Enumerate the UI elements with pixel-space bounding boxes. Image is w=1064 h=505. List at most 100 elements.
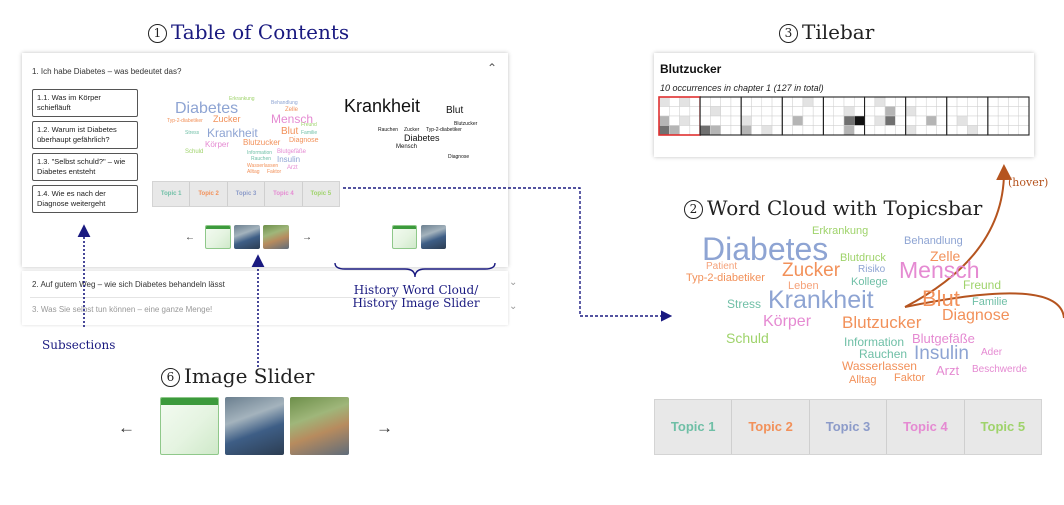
word[interactable]: Mensch	[899, 257, 980, 283]
word[interactable]: Beschwerde	[972, 364, 1028, 375]
word[interactable]: Rauchen	[859, 347, 908, 361]
word[interactable]: Schuld	[726, 330, 769, 346]
word[interactable]: Wasserlassen	[842, 359, 917, 373]
tilebar-cell	[730, 96, 742, 107]
subsection-2[interactable]: 1.2. Warum ist Diabetes überhaupt gefähr…	[32, 121, 138, 149]
word[interactable]: Ader	[981, 347, 1003, 358]
tilebar-cell	[740, 96, 752, 107]
tilebar-cell	[864, 106, 876, 117]
history-word: Rauchen	[378, 127, 399, 133]
tilebar-cell	[699, 106, 711, 117]
tilebar-cell	[710, 125, 721, 136]
chapter-1-title[interactable]: 1. Ich habe Diabetes – was bedeutet das?	[32, 67, 182, 76]
tilebar-cell	[956, 125, 968, 136]
subsection-1[interactable]: 1.1. Was im Körper schiefläuft	[32, 89, 138, 117]
tilebar-grid[interactable]	[658, 96, 1030, 136]
slider-next-arrow[interactable]: →	[376, 418, 393, 437]
word[interactable]: Patient	[706, 261, 738, 272]
word[interactable]: Körper	[763, 313, 812, 330]
mini-slider-prev-arrow[interactable]: ←	[185, 232, 195, 243]
word[interactable]: Zelle	[930, 248, 961, 264]
tilebar-cell	[915, 106, 927, 117]
topic-4[interactable]: Topic 4	[887, 400, 965, 454]
tilebar-cell	[874, 96, 886, 107]
topic-5[interactable]: Topic 5	[980, 419, 1026, 434]
word[interactable]: Kollege	[851, 276, 888, 288]
mini-topic-2[interactable]: Topic 2	[190, 182, 228, 206]
mini-slider-next-arrow[interactable]: →	[302, 232, 312, 243]
tilebar-cell	[740, 115, 752, 126]
word[interactable]: Arzt	[936, 363, 960, 378]
tilebar-segment	[987, 96, 1030, 136]
word[interactable]: Zucker	[782, 260, 841, 281]
chapter-3-title[interactable]: 3. Was Sie selbst tun können – eine ganz…	[32, 305, 213, 314]
chevron-down-icon[interactable]: ⌄	[509, 301, 518, 312]
tilebar-cell	[936, 96, 948, 107]
tilebar-cell	[751, 96, 763, 107]
tilebar-cell	[905, 96, 917, 107]
word[interactable]: Alltag	[849, 374, 877, 386]
word[interactable]: Stress	[727, 297, 762, 311]
tilebar-cell	[771, 115, 783, 126]
history-word: Blutzucker	[454, 121, 478, 127]
word[interactable]: Typ-2-diabetiker	[686, 272, 765, 284]
tilebar-cell	[977, 115, 989, 126]
word[interactable]: Risiko	[858, 264, 886, 275]
topic-1[interactable]: Topic 1	[655, 400, 733, 454]
tilebar-cell	[823, 96, 834, 107]
topic-2[interactable]: Topic 2	[732, 400, 810, 454]
tilebar-cell	[669, 125, 680, 136]
history-slider-image-1	[392, 225, 417, 249]
word[interactable]: Diabetes	[702, 231, 829, 267]
mini-topic-1[interactable]: Topic 1	[153, 182, 191, 206]
tilebar-cell	[946, 96, 958, 107]
word[interactable]: Diagnose	[942, 307, 1010, 324]
slider-image-2	[225, 397, 284, 455]
word[interactable]: Erkrankung	[812, 225, 869, 237]
word[interactable]: Blutdruck	[840, 252, 886, 264]
tilebar-cell	[854, 125, 865, 136]
subsection-4[interactable]: 1.4. Wie es nach der Diagnose weitergeht	[32, 185, 138, 213]
word[interactable]: Blut	[922, 286, 960, 311]
tilebar-cell	[710, 115, 721, 126]
tilebar-cell	[802, 106, 814, 117]
word[interactable]: Leben	[788, 280, 819, 292]
toc-panel: 1. Ich habe Diabetes – was bedeutet das?…	[22, 53, 508, 267]
subsection-3[interactable]: 1.3. "Selbst schuld?" – wie Diabetes ent…	[32, 153, 138, 181]
tilebar-cell	[699, 115, 711, 126]
word[interactable]: Information	[844, 335, 905, 349]
mini-word: Diabetes	[175, 100, 239, 117]
mini-word: Familie	[301, 130, 318, 136]
word-cloud: Diabetes Erkrankung Behandlung Patient Z…	[680, 222, 1064, 392]
word[interactable]: Blutzucker	[842, 313, 922, 332]
topic-3[interactable]: Topic 3	[810, 400, 888, 454]
mini-word: Blutzucker	[243, 138, 281, 147]
mini-word: Erkrankung	[229, 96, 255, 102]
tilebar-cell	[751, 115, 763, 126]
tilebar-cell	[895, 96, 906, 107]
history-word: Typ-2-diabetiker	[426, 127, 462, 133]
word[interactable]: Familie	[972, 296, 1008, 308]
word[interactable]: Blutgefäße	[912, 331, 975, 346]
mini-topic-5[interactable]: Topic 5	[310, 191, 332, 197]
tilebar-cell	[730, 106, 742, 117]
tilebar-cell	[689, 96, 701, 107]
chevron-up-icon[interactable]: ⌃	[487, 61, 498, 75]
tilebar-cell	[843, 106, 855, 117]
chevron-down-icon[interactable]: ⌄	[509, 277, 518, 288]
tilebar-cell	[761, 125, 773, 136]
history-word: Diagnose	[448, 154, 470, 160]
history-brace	[334, 262, 496, 278]
chapter-2-title[interactable]: 2. Auf gutem Weg – wie sich Diabetes beh…	[32, 280, 225, 289]
word[interactable]: Behandlung	[904, 235, 963, 247]
mini-topic-4[interactable]: Topic 4	[265, 182, 303, 206]
word[interactable]: Freund	[963, 278, 1002, 292]
mini-topic-3[interactable]: Topic 3	[228, 182, 266, 206]
mini-slider-image-1	[205, 225, 231, 249]
slider-prev-arrow[interactable]: ←	[118, 418, 135, 437]
tilebar-cell	[699, 96, 711, 107]
word[interactable]: Faktor	[894, 372, 926, 384]
word[interactable]: Krankheit	[768, 286, 874, 314]
word[interactable]: Insulin	[914, 343, 969, 364]
tilebar-cell	[987, 125, 999, 136]
